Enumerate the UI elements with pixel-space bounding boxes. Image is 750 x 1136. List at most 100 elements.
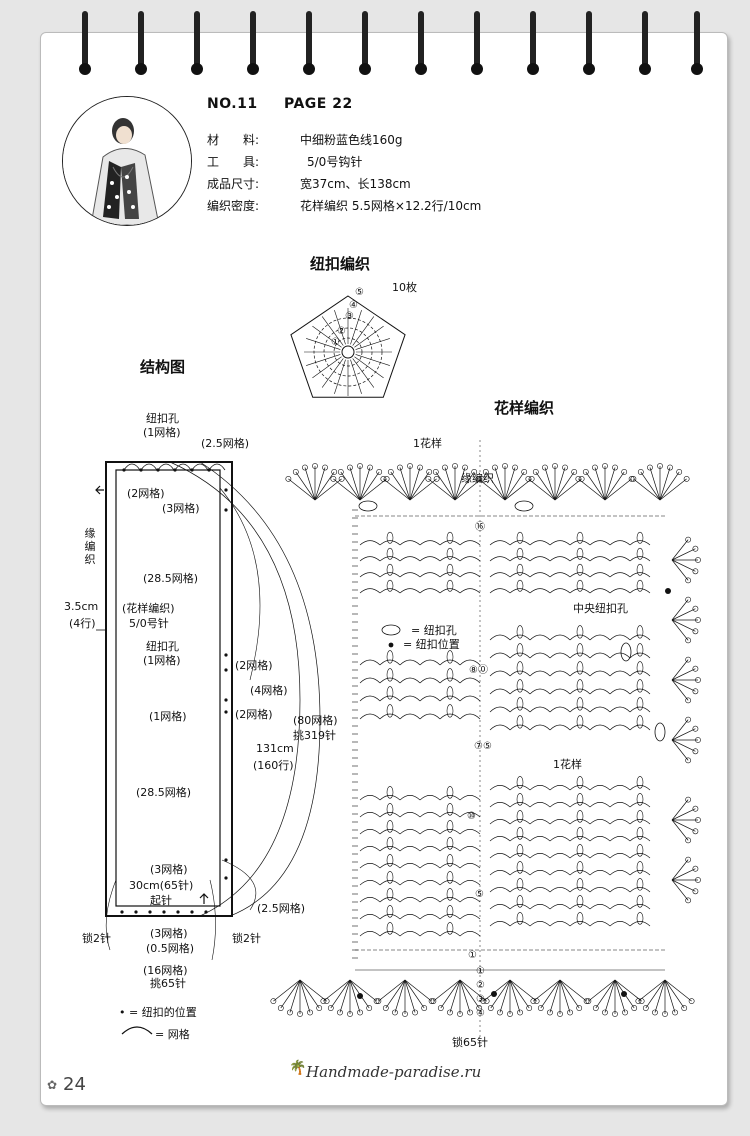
- fan-stitch: [333, 478, 361, 501]
- fan-stitch: [554, 478, 582, 501]
- mesh-arc: [609, 634, 631, 641]
- mesh-arc: [589, 652, 611, 659]
- dimension-curve: [219, 487, 261, 681]
- picot: [667, 464, 673, 471]
- bottom-row-3: ③: [476, 994, 485, 1005]
- mesh-arc: [419, 862, 441, 869]
- shell-stitch: [386, 854, 394, 867]
- mesh-arc: [379, 794, 401, 801]
- picot: [695, 677, 701, 683]
- picot: [376, 469, 383, 475]
- mesh-arc: [509, 920, 531, 927]
- button-dot: [139, 468, 143, 472]
- mesh-arc: [489, 784, 511, 791]
- mesh-arc: [629, 724, 651, 731]
- fan-stitch: [671, 619, 689, 641]
- label-rows-160: (160行): [253, 759, 294, 772]
- shell-stitch: [446, 563, 454, 576]
- mesh-arc: [379, 588, 401, 594]
- button-stitch: [321, 358, 344, 388]
- mesh-arc: [439, 930, 461, 937]
- fan-stitch: [323, 979, 351, 1002]
- shell-stitch: [576, 531, 584, 544]
- picot: [695, 877, 701, 883]
- mesh-arc: [509, 784, 531, 791]
- fan-stitch: [595, 979, 616, 1009]
- picot: [437, 1005, 444, 1011]
- mesh-arc: [549, 852, 571, 859]
- mesh-arc: [589, 920, 611, 927]
- mesh-arc: [489, 920, 511, 927]
- button-title: 纽扣编织: [310, 255, 371, 273]
- picot: [630, 475, 637, 482]
- shell-stitch: [446, 871, 454, 884]
- spec-value-material: 中细粉蓝色线160g: [300, 133, 403, 147]
- fan-stitch: [640, 471, 661, 501]
- shell-stitch: [386, 786, 394, 799]
- mesh-arc: [609, 652, 631, 659]
- mesh-arc: [439, 556, 461, 562]
- fan-stitch: [383, 478, 411, 501]
- picot: [338, 475, 345, 482]
- picot: [517, 1009, 523, 1016]
- mesh-arc: [629, 869, 651, 876]
- mesh-arc: [549, 670, 571, 677]
- shell-stitch: [636, 844, 644, 857]
- fan-stitch: [295, 471, 316, 501]
- mesh-arc: [439, 896, 461, 903]
- picot: [471, 469, 478, 475]
- mesh-arc: [419, 811, 441, 818]
- mesh-arc: [489, 886, 511, 893]
- button-position-dot: [665, 588, 671, 594]
- label-side-cm: 3.5cm: [64, 600, 99, 613]
- mesh-arc: [629, 706, 651, 713]
- grid-arc: [174, 463, 192, 471]
- shell-stitch: [516, 715, 524, 729]
- fan-stitch: [314, 478, 342, 501]
- button-stitch: [312, 325, 342, 348]
- fan-stitch: [478, 478, 506, 501]
- mesh-arc: [459, 572, 481, 578]
- shell-stitch: [386, 563, 394, 576]
- mesh-arc: [399, 862, 421, 869]
- button-stitch: [355, 338, 390, 350]
- picot: [557, 1011, 563, 1017]
- button-position-dot: [621, 991, 627, 997]
- picot: [621, 469, 628, 475]
- fan-stitch: [314, 471, 335, 501]
- mesh-arc: [509, 801, 531, 808]
- mesh-arc: [589, 784, 611, 791]
- shell-stitch: [636, 547, 644, 560]
- picot: [692, 748, 699, 755]
- fan-stitch: [671, 719, 689, 741]
- fan-stitch: [483, 979, 511, 1002]
- button-stitch: [352, 316, 375, 346]
- mesh-arc: [359, 828, 381, 835]
- picot: [380, 475, 387, 482]
- mesh-arc: [629, 835, 651, 842]
- label-top-buttonhole: 纽扣孔: [146, 412, 179, 425]
- mesh-arc: [509, 886, 531, 893]
- picot: [562, 464, 568, 471]
- mesh-arc: [569, 903, 591, 910]
- row-mark-10: ⑩: [467, 811, 476, 822]
- picot: [382, 1005, 389, 1011]
- mesh-arc: [399, 845, 421, 852]
- mesh-arc: [589, 852, 611, 859]
- button-stitch: [354, 325, 384, 348]
- button-dot: [162, 910, 166, 914]
- label-pattern-name: (花样编织): [122, 602, 175, 615]
- button-dot: [176, 910, 180, 914]
- mesh-arc: [379, 913, 401, 920]
- button-stitch: [306, 338, 341, 350]
- shell-stitch: [636, 895, 644, 908]
- shell-stitch: [516, 563, 524, 576]
- picot: [526, 1005, 533, 1011]
- picot: [532, 469, 539, 475]
- shell-stitch: [516, 810, 524, 823]
- picot: [512, 464, 518, 471]
- picot: [292, 469, 299, 475]
- picot: [357, 463, 363, 469]
- arrow-up: [199, 893, 209, 904]
- mesh-arc: [609, 784, 631, 791]
